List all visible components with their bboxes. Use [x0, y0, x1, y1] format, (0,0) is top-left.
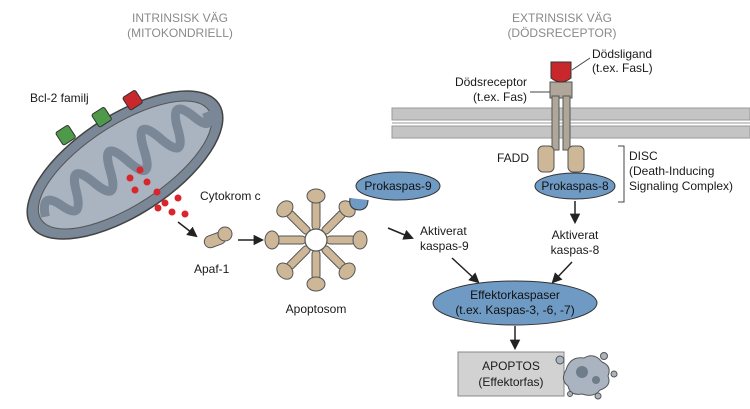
- apoptosom-spoke: [306, 188, 326, 231]
- cytokrom-label: Cytokrom c: [200, 189, 261, 203]
- disc-line3: Signaling Complex): [629, 179, 733, 193]
- apoptosom-spoke: [325, 230, 368, 250]
- prokaspas8-label: Prokaspas-8: [541, 179, 609, 193]
- disc-line2: (Death-Inducing: [629, 164, 714, 178]
- apoptosom-hub: [304, 228, 328, 252]
- bcl2-protein-2: [91, 107, 112, 128]
- arrow-cytc-apaf: [177, 221, 198, 238]
- fadd-label: FADD: [497, 151, 529, 165]
- dodsligand-line2: (t.ex. FasL): [592, 61, 653, 75]
- cytochrome-c-dots: [126, 166, 189, 218]
- prokaspas8-oval: [534, 172, 616, 200]
- death-ligand: [550, 61, 572, 83]
- apoptosom: [264, 188, 368, 292]
- extrinsic-subheader: (DÖDSRECEPTOR): [507, 26, 616, 40]
- apoptosom-spoke: [264, 230, 307, 250]
- apoptotic-cell-icon: [555, 352, 618, 400]
- apoptosom-spoke: [276, 200, 311, 235]
- prokaspas9-fragment: [349, 197, 369, 211]
- apoptosom-spoke: [306, 249, 326, 292]
- apoptos-line2: (Effektorfas): [478, 375, 543, 389]
- aktiverat8-line2: kaspas-8: [551, 243, 600, 257]
- arrow-apoptosom-kaspas9: [387, 227, 414, 240]
- bcl2-protein-1: [55, 125, 76, 146]
- apoptos-box: [457, 351, 565, 397]
- apoptos-line1: APOPTOS: [482, 359, 540, 373]
- dodsreceptor-line1: Dödsreceptor: [455, 75, 527, 89]
- prokaspas9-oval: [355, 171, 441, 201]
- bcl2-protein-3: [122, 90, 143, 111]
- bcl2-label: Bcl-2 familj: [30, 91, 89, 105]
- disc-bracket: [618, 145, 625, 203]
- effektor-line2: (t.ex. Kaspas-3, -6, -7): [455, 303, 574, 317]
- effektor-oval: [432, 280, 598, 326]
- ligand-pointer: [571, 57, 591, 71]
- dodsligand-line1: Dödsligand: [592, 47, 652, 61]
- apoptosom-label: Apoptosom: [286, 302, 347, 316]
- death-receptor: [549, 81, 573, 151]
- arrow-kaspas8-effektor: [551, 261, 573, 284]
- disc-line1: DISC: [629, 149, 658, 163]
- intrinsic-subheader: (MITOKONDRIELL): [127, 26, 233, 40]
- arrow-kaspas9-effektor: [451, 257, 480, 284]
- aktiverat8-line1: Aktiverat: [552, 228, 599, 242]
- fadd-protein: [537, 145, 585, 173]
- extrinsic-header: EXTRINSISK VÄG: [512, 11, 612, 25]
- effektor-line1: Effektorkaspaser: [470, 288, 560, 302]
- intrinsic-header: INTRINSISK VÄG: [132, 11, 228, 25]
- apaf1-protein: [203, 226, 233, 249]
- aktiverat9-line1: Aktiverat: [420, 224, 467, 238]
- dodsreceptor-line2: (t.ex. Fas): [473, 90, 527, 104]
- prokaspas9-label: Prokaspas-9: [364, 179, 432, 193]
- apaf-label: Apaf-1: [194, 262, 230, 276]
- cell-membrane: [391, 107, 750, 139]
- aktiverat9-line2: kaspas-9: [420, 239, 469, 253]
- mitochondrion: [26, 90, 224, 240]
